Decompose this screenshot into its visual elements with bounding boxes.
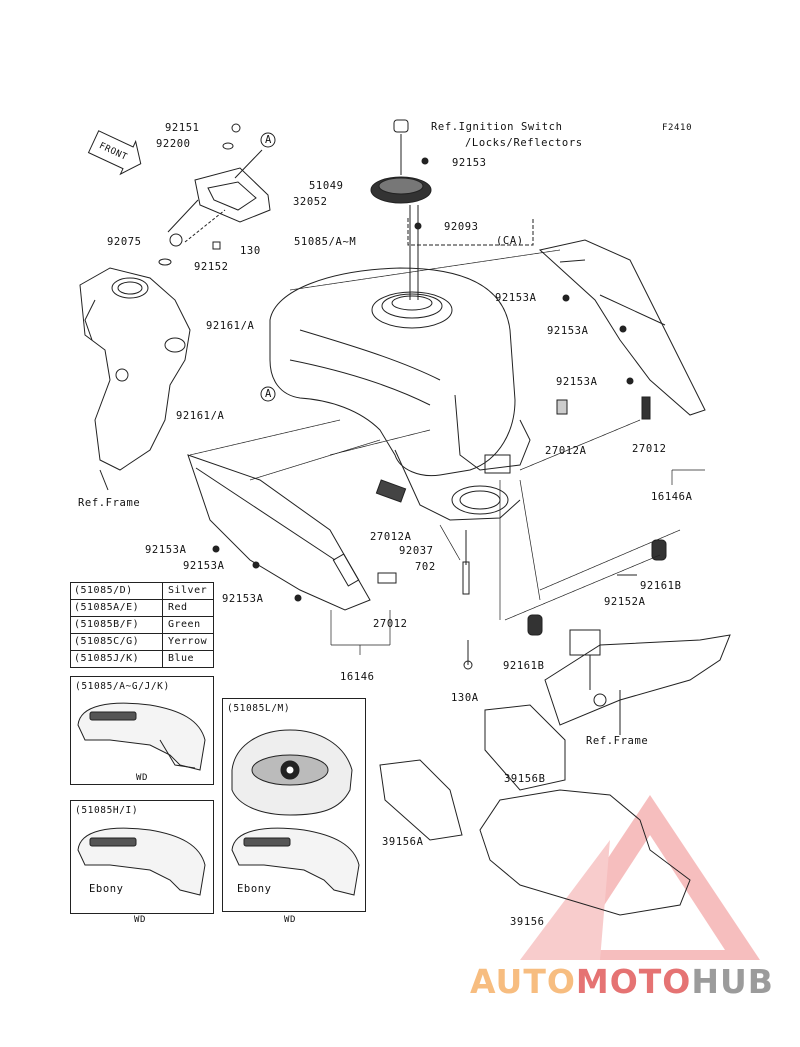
label-92200: 92200 xyxy=(156,138,191,150)
color-code-row: (51085A/E) Red xyxy=(71,600,213,617)
label-39156A: 39156A xyxy=(382,836,424,848)
label-ref-ignition-2: /Locks/Reflectors xyxy=(465,137,583,149)
right-side-cover xyxy=(538,239,706,420)
circle-a-marker: A xyxy=(265,134,272,146)
variant-tank-3 xyxy=(77,827,206,896)
label-27012A-2: 27012A xyxy=(370,531,412,543)
label-92153A-4: 92153A xyxy=(145,544,187,556)
label-27012-1: 27012 xyxy=(632,443,667,455)
label-92153A-5: 92153A xyxy=(183,560,225,572)
label-92152: 92152 xyxy=(194,261,229,273)
label-39156: 39156 xyxy=(510,916,545,928)
color-code-row: (51085B/F) Green xyxy=(71,617,213,634)
label-92153-top: 92153 xyxy=(452,157,487,169)
color-name: Green xyxy=(168,619,201,630)
color-code-row: (51085J/K) Blue xyxy=(71,651,213,667)
label-92161-2: 92161/A xyxy=(176,410,225,422)
bracket-assembly xyxy=(158,123,276,402)
color-name: Silver xyxy=(168,585,208,596)
rear-frame xyxy=(544,629,731,735)
variant-3-ebony: Ebony xyxy=(89,883,124,895)
variant-3-title: (51085H/I) xyxy=(75,805,139,816)
color-code-row: (51085C/G) Yerrow xyxy=(71,634,213,651)
color-code: (51085/D) xyxy=(71,583,163,599)
variant-panel-2: (51085L/M) Ebony xyxy=(222,698,366,912)
label-702: 702 xyxy=(415,561,436,573)
watermark-part-3: HUB xyxy=(691,962,774,1001)
variant-2-wd: WD xyxy=(284,915,297,925)
watermark-logo-icon xyxy=(520,795,760,960)
variant-panel-1: (51085/A~G/J/K) WD xyxy=(70,676,214,785)
label-92093: 92093 xyxy=(444,221,479,233)
color-code: (51085A/E) xyxy=(71,600,163,616)
variant-tank-4 xyxy=(231,827,360,896)
label-32052: 32052 xyxy=(293,196,328,208)
fuel-cap xyxy=(370,119,534,300)
label-92153A-3: 92153A xyxy=(556,376,598,388)
variant-panel-3: (51085H/I) Ebony xyxy=(70,800,214,914)
color-code-row: (51085/D) Silver xyxy=(71,583,213,600)
leader-lines xyxy=(189,249,705,655)
color-code: (51085J/K) xyxy=(71,651,163,667)
fuel-tank xyxy=(269,267,531,521)
left-side-cover xyxy=(187,454,397,611)
label-16146A: 16146A xyxy=(651,491,693,503)
label-16146: 16146 xyxy=(340,671,375,683)
fasteners xyxy=(212,530,667,670)
variant-tank-1 xyxy=(77,702,206,771)
left-frame xyxy=(79,267,191,491)
label-ref-ignition: Ref.Ignition Switch xyxy=(431,121,563,133)
label-ca: (CA) xyxy=(496,235,524,247)
variant-tank-2 xyxy=(231,729,353,816)
circle-a-marker: A xyxy=(265,388,272,400)
label-92161B-1: 92161B xyxy=(640,580,682,592)
watermark-part-1: AUTO xyxy=(470,962,576,1001)
variant-1-wd: WD xyxy=(136,773,149,783)
label-ref-frame-2: Ref.Frame xyxy=(586,735,649,747)
color-name: Red xyxy=(168,602,188,613)
variant-4-ebony: Ebony xyxy=(237,883,272,895)
label-39156B: 39156B xyxy=(504,773,546,785)
front-arrow-icon xyxy=(87,130,142,176)
label-92152A: 92152A xyxy=(604,596,646,608)
watermark-text: AUTOMOTOHUB xyxy=(470,962,774,1001)
color-name: Blue xyxy=(168,653,195,664)
figure-code: F2410 xyxy=(662,123,693,133)
label-51085: 51085/A~M xyxy=(294,236,357,248)
watermark-part-2: MOTO xyxy=(575,962,692,1001)
variant-3-wd: WD xyxy=(134,915,147,925)
label-92153A-1: 92153A xyxy=(495,292,537,304)
color-code: (51085B/F) xyxy=(71,617,163,633)
label-130: 130 xyxy=(240,245,261,257)
variant-1-title: (51085/A~G/J/K) xyxy=(75,681,170,692)
label-92161B-2: 92161B xyxy=(503,660,545,672)
label-ref-frame-1: Ref.Frame xyxy=(78,497,141,509)
pad-27012A xyxy=(375,479,407,503)
label-27012A-1: 27012A xyxy=(545,445,587,457)
color-code-table: (51085/D) Silver (51085A/E) Red (51085B/F) Gr… xyxy=(70,582,214,668)
label-92153A-6: 92153A xyxy=(222,593,264,605)
label-92151: 92151 xyxy=(165,122,200,134)
label-51049: 51049 xyxy=(309,180,344,192)
label-92161-1: 92161/A xyxy=(206,320,255,332)
color-code: (51085C/G) xyxy=(71,634,163,650)
label-92037: 92037 xyxy=(399,545,434,557)
label-92075: 92075 xyxy=(107,236,142,248)
label-27012-2: 27012 xyxy=(373,618,408,630)
seat-pads xyxy=(379,704,691,916)
label-92153A-2: 92153A xyxy=(547,325,589,337)
label-130A: 130A xyxy=(451,692,479,704)
color-name: Yerrow xyxy=(168,636,208,647)
variant-2-title: (51085L/M) xyxy=(227,703,291,714)
